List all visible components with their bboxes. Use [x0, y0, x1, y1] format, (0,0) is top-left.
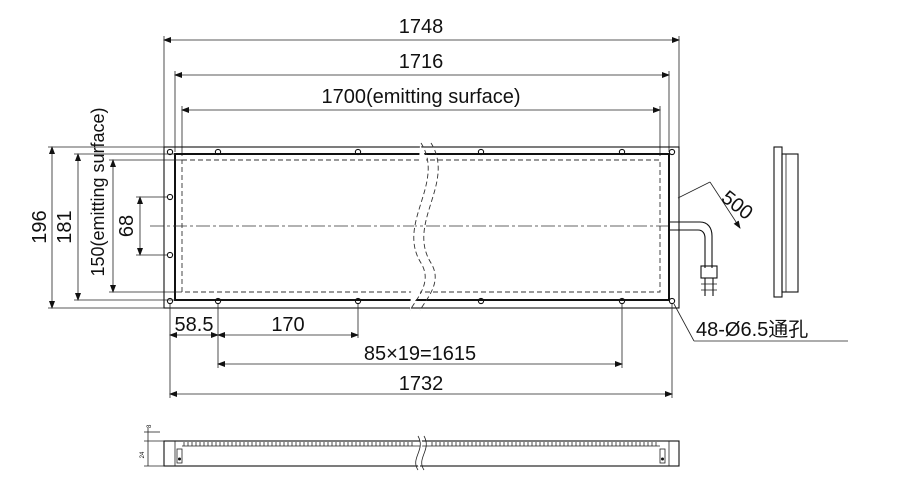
profile-dim-8: 8 — [147, 424, 153, 428]
outer-flange — [163, 146, 680, 309]
dim-text-1748: 1748 — [399, 16, 444, 38]
dim-text-181: 181 — [54, 210, 76, 243]
dim-text-500: 500 — [717, 187, 757, 225]
cable-assembly — [669, 221, 718, 296]
dim-text-1615: 85×19=1615 — [364, 343, 476, 365]
dim-text-170: 170 — [271, 314, 304, 336]
dim-text-1716: 1716 — [399, 51, 444, 73]
dim-text-150: 150(emitting surface) — [88, 107, 108, 276]
dim-line-500 — [677, 181, 711, 199]
profile-dim-24: 24 — [140, 451, 146, 458]
holes-note: 48-Ø6.5通孔 — [696, 318, 808, 341]
dim-text-196: 196 — [29, 210, 51, 243]
dim-text-1700: 1700(emitting surface) — [322, 86, 521, 108]
side-view-right — [773, 146, 799, 298]
bottom-profile-view — [163, 435, 680, 471]
dim-line-500-b — [709, 181, 741, 229]
mounting-holes-top — [166, 148, 676, 156]
break-mark — [409, 142, 439, 311]
dim-text-68: 68 — [116, 215, 138, 237]
dim-text-1732: 1732 — [399, 373, 444, 395]
holes-leader — [673, 303, 695, 342]
mounting-holes-bottom — [166, 297, 676, 305]
dim-text-58-5: 58.5 — [175, 314, 214, 336]
